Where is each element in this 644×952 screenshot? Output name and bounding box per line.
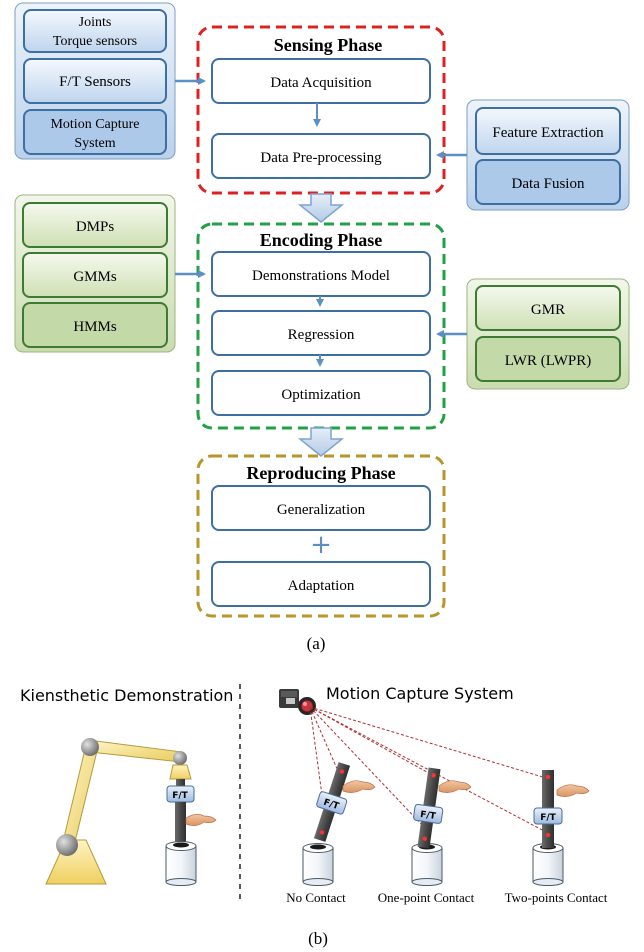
sensor-joints-line1: Joints — [79, 15, 112, 30]
encoding-phase-title: Encoding Phase — [260, 230, 383, 250]
reproducing-phase-title: Reproducing Phase — [246, 463, 395, 483]
step-demonstrations-model: Demonstrations Model — [211, 251, 431, 297]
sensor-joints-torque: Joints Torque sensors — [23, 9, 167, 53]
step-data-preprocessing-label: Data Pre-processing — [260, 150, 382, 166]
regression-methods-group: GMR LWR (LWPR) — [466, 278, 630, 390]
plus-sign: + — [310, 530, 332, 560]
kinesthetic-title: Kiensthetic Demonstration — [20, 686, 233, 705]
contact-label-none: No Contact — [286, 890, 346, 905]
hand-icon — [438, 780, 472, 793]
sensor-ft: F/T Sensors — [23, 58, 167, 104]
data-fusion-label: Data Fusion — [512, 176, 585, 192]
ft-sensor-label: F/T — [322, 798, 341, 813]
sensing-phase-box: Sensing Phase Data Acquisition Data Pre-… — [196, 25, 446, 195]
feature-extraction-box: Feature Extraction — [475, 107, 621, 155]
hand-icon — [556, 784, 590, 797]
model-gmms: GMMs — [22, 252, 168, 298]
hand-icon — [342, 780, 376, 793]
step-adaptation: Adaptation — [211, 561, 431, 607]
model-hmms: HMMs — [22, 302, 168, 348]
step-data-preprocessing: Data Pre-processing — [211, 133, 431, 179]
ft-sensor-label: F/T — [172, 791, 188, 801]
feature-processing-group: Feature Extraction Data Fusion — [466, 99, 630, 211]
caption-a: (a) — [307, 634, 326, 653]
phase-transition-arrow — [297, 427, 345, 457]
step-data-acquisition-label: Data Acquisition — [270, 75, 372, 91]
encoding-phase-box: Encoding Phase Demonstrations Model Regr… — [196, 222, 446, 430]
step-generalization-label: Generalization — [277, 502, 366, 518]
sensor-mocap-line2: System — [74, 136, 115, 151]
step-optimization-label: Optimization — [281, 387, 361, 403]
sensor-mocap-line1: Motion Capture — [50, 117, 139, 132]
model-types-group: DMPs GMMs HMMs — [14, 194, 176, 353]
ft-sensor-label: F/T — [540, 813, 556, 823]
model-gmms-label: GMMs — [73, 269, 117, 285]
contact-label-two-points: Two-points Contact — [505, 890, 608, 905]
regression-lwr-label: LWR (LWPR) — [505, 353, 592, 369]
step-demonstrations-model-label: Demonstrations Model — [252, 268, 390, 284]
feature-extraction-label: Feature Extraction — [492, 125, 604, 141]
sensor-motion-capture: Motion Capture System — [23, 109, 167, 155]
sensing-phase-title: Sensing Phase — [274, 35, 383, 55]
phase-transition-arrow — [297, 193, 345, 223]
hand-icon — [185, 814, 217, 826]
regression-lwr: LWR (LWPR) — [475, 336, 621, 382]
robot-arm-illustration — [45, 738, 192, 885]
step-generalization: Generalization — [211, 485, 431, 531]
scenario-two-points-contact: F/T Two-points Contact — [505, 770, 608, 905]
caption-b: (b) — [308, 929, 328, 948]
step-optimization: Optimization — [211, 370, 431, 416]
scenario-one-point-contact: F/T One-point Contact — [378, 767, 475, 905]
camera-icon — [279, 689, 316, 715]
ft-sensor-label: F/T — [419, 810, 437, 822]
model-hmms-label: HMMs — [73, 319, 117, 335]
reproducing-phase-box: Reproducing Phase Generalization + Adapt… — [196, 454, 446, 618]
model-dmps: DMPs — [22, 202, 168, 248]
model-dmps-label: DMPs — [76, 219, 115, 235]
regression-gmr: GMR — [475, 285, 621, 331]
motion-capture-title: Motion Capture System — [326, 684, 514, 703]
regression-gmr-label: GMR — [531, 302, 565, 318]
sensor-joints-line2: Torque sensors — [53, 34, 137, 49]
step-data-acquisition: Data Acquisition — [211, 58, 431, 104]
step-regression: Regression — [211, 310, 431, 356]
kinesthetic-tool: F/T — [165, 779, 217, 886]
data-fusion-box: Data Fusion — [475, 159, 621, 205]
step-regression-label: Regression — [288, 327, 355, 343]
contact-label-one-point: One-point Contact — [378, 890, 475, 905]
step-adaptation-label: Adaptation — [288, 578, 355, 594]
sensor-input-group: Joints Torque sensors F/T Sensors Motion… — [14, 2, 176, 160]
scenario-no-contact: F/T No Contact — [286, 762, 376, 905]
sensor-ft-label: F/T Sensors — [59, 74, 131, 90]
